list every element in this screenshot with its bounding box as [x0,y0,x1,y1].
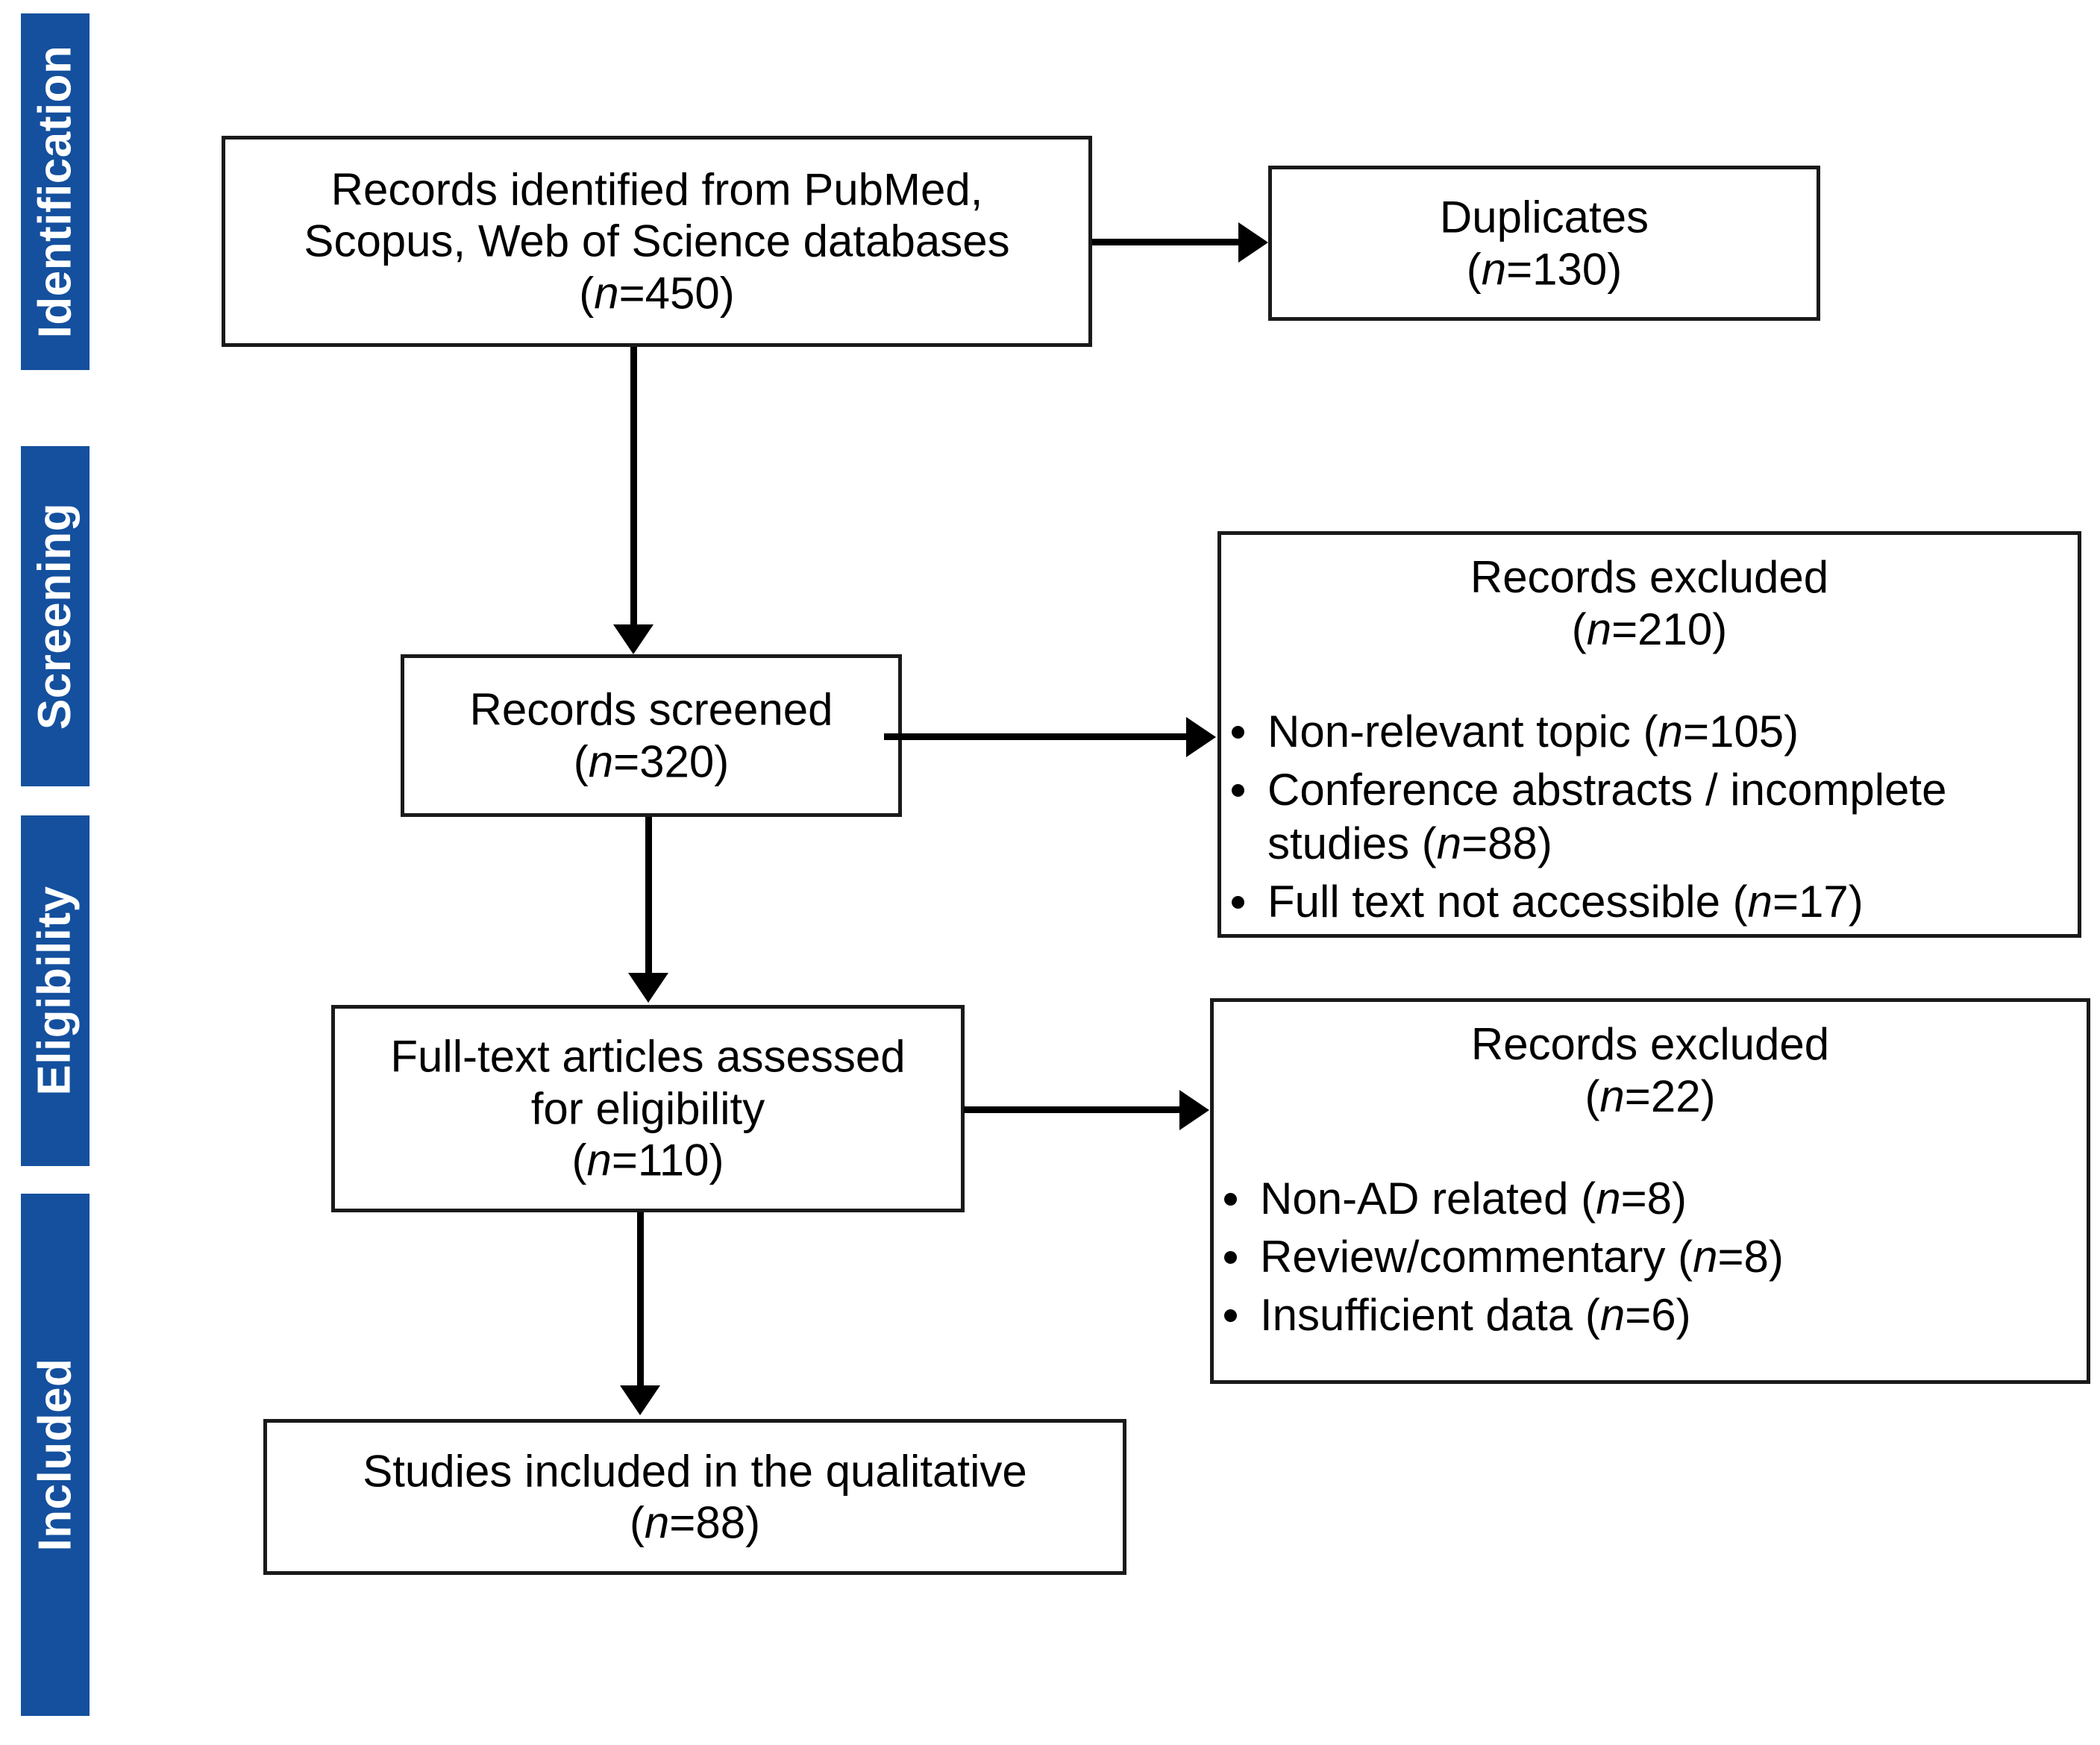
reason-value: =88) [1461,818,1552,868]
box-records-excluded-screening-header: Records excluded (n=210) [1221,551,2078,655]
reason-label: Non-relevant topic ( [1267,707,1658,756]
count-n-symbol: n [588,736,614,786]
count-paren-open: ( [1466,244,1482,294]
connector-line [630,347,637,629]
reason-n-symbol: n [1693,1232,1718,1282]
count-paren-open: ( [1571,604,1587,654]
list-item: Non-relevant topic (n=105) [1221,705,2078,759]
count-value: =22) [1624,1071,1716,1121]
box-duplicates-text: Duplicates [1439,192,1649,242]
reason-label: Review/commentary ( [1260,1232,1693,1282]
box-records-screened: Records screened (n=320) [401,654,902,817]
count-paren-open: ( [573,736,589,786]
count-n-symbol: n [586,1135,612,1185]
stage-label-identification: Identification [29,45,81,339]
box-duplicates-count: (n=130) [1285,243,1803,295]
count-value: =110) [611,1135,724,1185]
connector-line [884,733,1190,740]
box-duplicates: Duplicates (n=130) [1268,166,1820,321]
reason-label: Conference abstracts / incomplete studie… [1267,765,1947,868]
stage-bar-identification: Identification [21,13,90,370]
box-records-identified-text: Records identified from PubMed, Scopus, … [304,164,1010,266]
reason-n-symbol: n [1596,1174,1621,1224]
stage-label-included: Included [29,1358,81,1552]
reason-n-symbol: n [1599,1290,1626,1340]
list-item: Full text not accessible (n=17) [1221,875,2078,929]
list-item: Conference abstracts / incomplete studie… [1221,763,2078,871]
box-records-excluded-eligibility-count: (n=22) [1227,1071,2073,1123]
reason-value: =105) [1682,707,1799,756]
box-studies-included: Studies included in the qualitative (n=8… [263,1419,1126,1575]
stage-bar-eligibility: Eligibility [21,815,90,1166]
box-records-excluded-eligibility-header: Records excluded (n=22) [1214,1018,2087,1122]
reason-label: Non-AD related ( [1260,1174,1596,1224]
count-paren-open: ( [629,1497,645,1548]
list-item: Review/commentary (n=8) [1214,1230,2087,1284]
connector-line [637,1212,644,1390]
count-paren-open: ( [571,1135,587,1185]
reason-n-symbol: n [1436,818,1462,868]
box-records-screened-text: Records screened [469,684,833,735]
count-n-symbol: n [1481,244,1507,294]
connector-line [964,1106,1183,1113]
excluded-screening-reason-list: Non-relevant topic (n=105) Conference ab… [1221,705,2078,933]
reason-label: Insufficient data ( [1260,1290,1600,1340]
box-records-screened-count: (n=320) [418,736,885,788]
arrow-head-right-icon [1179,1090,1209,1130]
count-value: =88) [669,1497,761,1548]
excluded-eligibility-reason-list: Non-AD related (n=8) Review/commentary (… [1214,1172,2087,1347]
connector-line [1092,239,1243,245]
box-records-identified-content: Records identified from PubMed, Scopus, … [225,163,1088,319]
box-records-excluded-eligibility-text: Records excluded [1470,1019,1830,1069]
box-studies-included-content: Studies included in the qualitative (n=8… [267,1445,1123,1549]
box-records-identified-count: (n=450) [239,267,1075,319]
arrow-head-down-icon [613,624,653,654]
box-fulltext-assessed-content: Full-text articles assessed for eligibil… [335,1031,961,1187]
count-n-symbol: n [1586,604,1612,654]
reason-label: Full text not accessible ( [1267,877,1748,927]
box-studies-included-count: (n=88) [280,1497,1109,1550]
count-value: =130) [1506,244,1623,294]
box-records-excluded-screening-count: (n=210) [1235,604,2064,656]
box-records-excluded-screening-text: Records excluded [1470,552,1829,602]
arrow-head-down-icon [620,1385,660,1415]
box-fulltext-assessed: Full-text articles assessed for eligibil… [331,1005,965,1212]
stage-label-eligibility: Eligibility [29,886,81,1096]
count-value: =450) [618,268,735,319]
count-paren-open: ( [1585,1071,1600,1121]
box-records-screened-content: Records screened (n=320) [404,683,898,787]
count-value: =210) [1611,604,1728,654]
stage-bar-screening: Screening [21,446,90,786]
reason-n-symbol: n [1747,877,1773,927]
box-studies-included-text: Studies included in the qualitative [363,1445,1027,1496]
arrow-head-down-icon [628,973,668,1003]
stage-bar-included: Included [21,1194,90,1716]
count-n-symbol: n [644,1497,670,1548]
count-n-symbol: n [1599,1071,1625,1121]
count-value: =320) [613,736,730,786]
arrow-head-right-icon [1238,222,1268,263]
box-records-excluded-eligibility: Records excluded (n=22) Non-AD related (… [1210,998,2090,1384]
arrow-head-right-icon [1186,717,1216,757]
reason-value: =8) [1620,1174,1687,1224]
reason-value: =8) [1717,1232,1784,1282]
box-duplicates-content: Duplicates (n=130) [1272,191,1817,295]
reason-value: =6) [1625,1290,1691,1340]
count-n-symbol: n [594,268,619,319]
box-fulltext-assessed-count: (n=110) [348,1135,947,1187]
count-paren-open: ( [579,268,595,319]
box-records-excluded-screening: Records excluded (n=210) Non-relevant to… [1217,531,2081,938]
reason-n-symbol: n [1658,707,1683,756]
box-fulltext-assessed-text: Full-text articles assessed for eligibil… [390,1031,906,1134]
list-item: Non-AD related (n=8) [1214,1172,2087,1226]
box-records-identified: Records identified from PubMed, Scopus, … [222,136,1092,347]
list-item: Insufficient data (n=6) [1214,1288,2087,1342]
stage-label-screening: Screening [29,502,81,730]
connector-line [645,817,652,977]
reason-value: =17) [1772,877,1864,927]
